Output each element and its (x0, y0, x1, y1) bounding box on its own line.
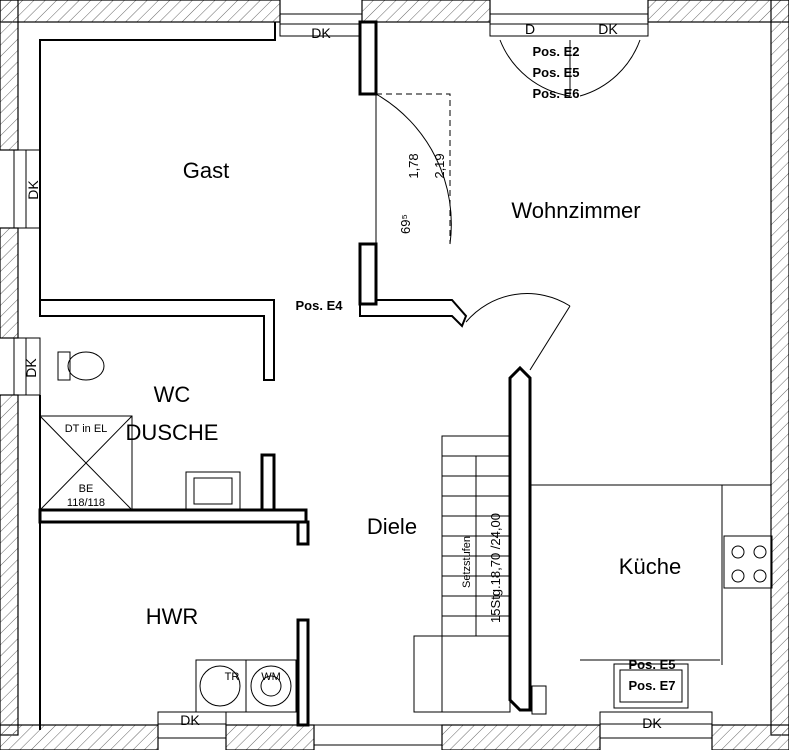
position-tag-e4: Pos. E4 (296, 298, 344, 313)
window-label-left-upper: DK (25, 180, 41, 200)
dimension-door-height-2: 2,19 (432, 153, 447, 178)
shower-size: 118/118 (67, 497, 105, 509)
position-tag-e7: Pos. E7 (629, 678, 676, 693)
shower-label-top: DT in EL (65, 423, 108, 435)
doors (375, 39, 641, 371)
dryer-label: TR (225, 671, 240, 683)
windows (13, 13, 713, 746)
window-label-top-left: DK (311, 25, 331, 41)
window-label-top-right-dk: DK (598, 21, 618, 37)
interior-walls (38, 20, 771, 727)
window-label-left-wc: DK (23, 358, 39, 378)
room-label-diele: Diele (367, 514, 417, 539)
window-label-top-right-d: D (525, 21, 535, 37)
shower-label-be: BE (79, 483, 94, 495)
position-tag-e2: Pos. E2 (533, 44, 580, 59)
room-label-dusche: DUSCHE (126, 420, 219, 445)
wc-fixtures (39, 351, 241, 511)
position-tag-e5-kitchen: Pos. E5 (629, 657, 676, 672)
stair-steps-label: 15Stg.18,70 /24,00 (488, 513, 503, 623)
staircase (413, 435, 511, 713)
position-tag-e5-top: Pos. E5 (533, 65, 580, 80)
room-label-wc: WC (154, 382, 191, 407)
dimension-door-width: 69⁵ (398, 214, 413, 234)
stair-risers-label: Setzstufen (461, 536, 473, 588)
room-label-kueche: Küche (619, 554, 681, 579)
washer-label: WM (261, 671, 281, 683)
room-label-hwr: HWR (146, 604, 199, 629)
hwr-appliances (195, 659, 297, 713)
window-label-bottom-hwr: DK (180, 712, 200, 728)
room-label-wohnzimmer: Wohnzimmer (511, 198, 640, 223)
position-tag-e6: Pos. E6 (533, 86, 580, 101)
kitchen-fixtures (613, 535, 773, 709)
window-label-bottom-kueche: DK (642, 715, 662, 731)
dimension-door-height-1: 1,78 (406, 153, 421, 178)
room-label-gast: Gast (183, 158, 229, 183)
